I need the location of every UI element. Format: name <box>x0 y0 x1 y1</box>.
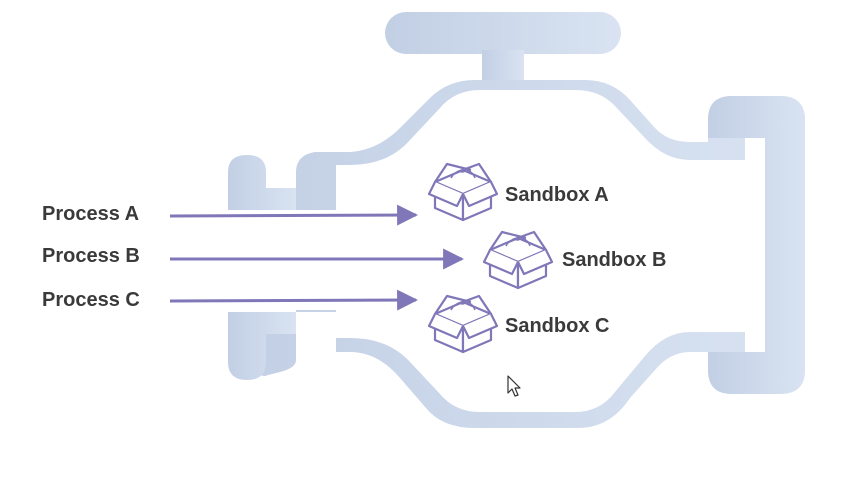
sandbox-label: Sandbox B <box>562 249 667 271</box>
process-arrows <box>169 204 465 311</box>
arrow-process-a <box>169 204 419 226</box>
open-box-icon <box>427 162 499 222</box>
sandbox-label: Sandbox A <box>505 184 609 206</box>
process-label: Process A <box>42 203 140 225</box>
engine-top-handle <box>385 12 621 54</box>
process-label: Process B <box>42 245 140 267</box>
sandbox-label: Sandbox C <box>505 315 610 337</box>
engine-outline-shape <box>228 12 805 428</box>
process-label: Process C <box>42 289 140 311</box>
open-box-icon <box>427 294 499 354</box>
open-box-icon <box>482 230 554 290</box>
arrow-process-c <box>169 289 419 311</box>
mouse-pointer-icon <box>507 375 521 397</box>
